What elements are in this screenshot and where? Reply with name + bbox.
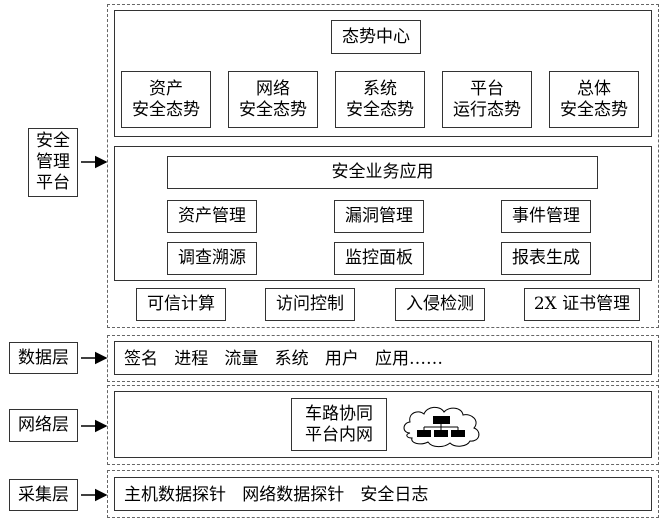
business-item-asset-mgmt: 资产管理: [167, 200, 257, 233]
collection-layer-panel: [114, 477, 652, 511]
data-layer-panel: [114, 341, 652, 375]
service-access-control: 访问控制: [265, 288, 355, 321]
data-layer-items: 签名 进程 流量 系统 用户 应用……: [124, 349, 444, 369]
collection-layer-items: 主机数据探针 网络数据探针 安全日志: [124, 485, 429, 505]
business-item-event-mgmt: 事件管理: [501, 200, 591, 233]
situation-item-overall: 总体 安全态势: [549, 71, 639, 128]
service-trusted-computing: 可信计算: [136, 288, 226, 321]
situation-item-platform: 平台 运行态势: [442, 71, 532, 128]
business-item-trace: 调查溯源: [167, 242, 257, 275]
business-item-vuln-mgmt: 漏洞管理: [334, 200, 424, 233]
network-layer-container: [107, 385, 659, 465]
network-layer-label: 车路协同 平台内网: [291, 398, 387, 451]
business-item-monitor: 监控面板: [334, 242, 424, 275]
cloud-network-icon: [403, 406, 480, 448]
situation-item-network: 网络 安全态势: [228, 71, 318, 128]
situation-center-title: 态势中心: [331, 20, 421, 54]
service-intrusion-detection: 入侵检测: [395, 288, 485, 321]
business-item-report: 报表生成: [501, 242, 591, 275]
service-cert-mgmt: 2X 证书管理: [524, 288, 640, 321]
layer-label-collection: 采集层: [9, 479, 78, 511]
layer-label-network: 网络层: [9, 409, 78, 442]
business-app-title: 安全业务应用: [167, 156, 598, 189]
situation-item-asset: 资产 安全态势: [121, 71, 211, 128]
layer-label-data: 数据层: [9, 342, 78, 374]
data-layer-container: [107, 335, 659, 382]
collection-layer-container: [107, 470, 659, 518]
layer-label-security-platform: 安全 管理 平台: [28, 128, 78, 197]
security-platform-container: [107, 4, 659, 328]
situation-item-system: 系统 安全态势: [335, 71, 425, 128]
